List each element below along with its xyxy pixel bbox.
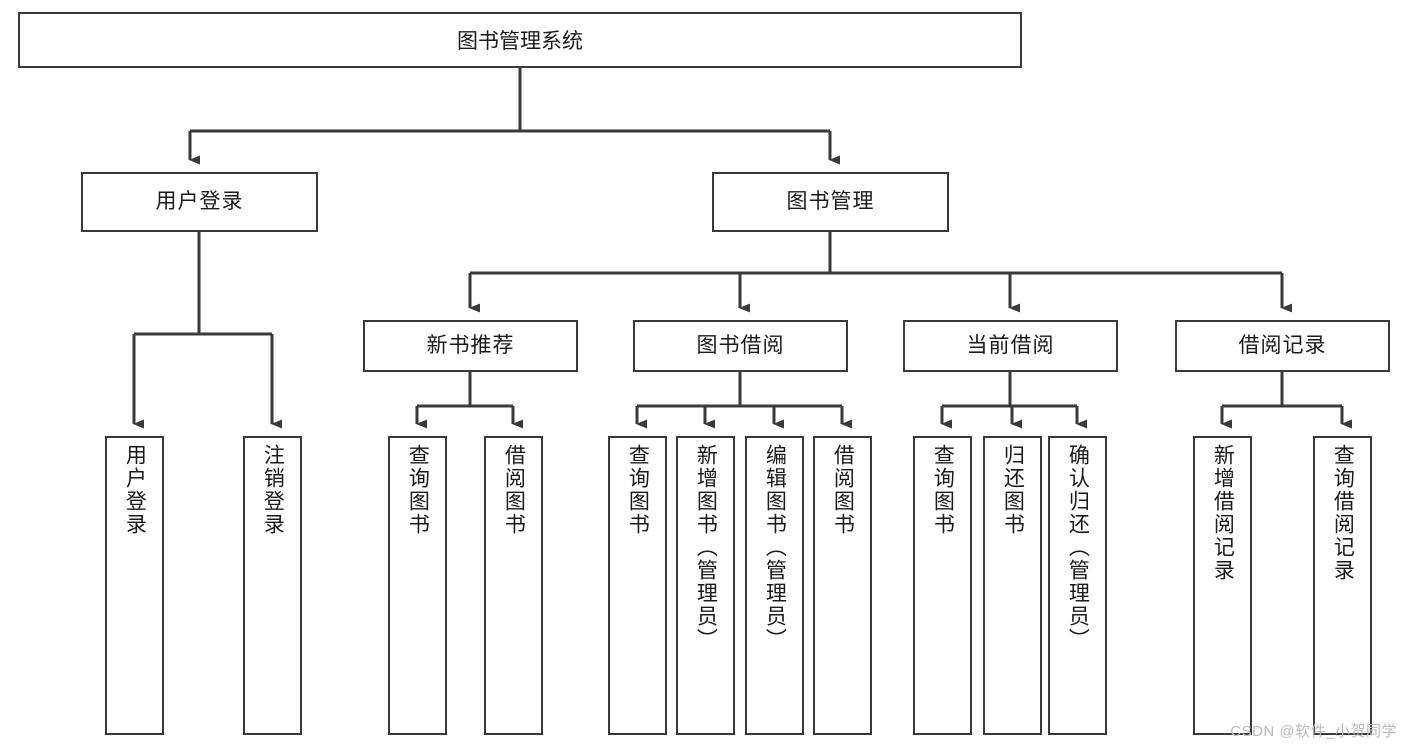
node-user-login[interactable]: 用户登录 bbox=[81, 172, 318, 232]
node-label: 借阅记录 bbox=[1238, 334, 1327, 358]
node-label: 查询图书 bbox=[626, 444, 650, 536]
node-label: 用户登录 bbox=[155, 190, 244, 214]
node-label: 借阅图书 bbox=[502, 444, 526, 536]
leaf-add-borrow-record[interactable]: 新增借阅记录 bbox=[1193, 436, 1252, 735]
node-label: 新增借阅记录 bbox=[1211, 444, 1235, 582]
node-book-management[interactable]: 图书管理 bbox=[712, 172, 949, 232]
node-label: 图书管理系统 bbox=[457, 30, 583, 53]
node-label: 查询借阅记录 bbox=[1331, 444, 1355, 582]
leaf-user-login[interactable]: 用户登录 bbox=[105, 436, 164, 735]
node-label: 查询图书 bbox=[406, 444, 430, 536]
node-label: 编辑图书（管理员） bbox=[763, 444, 787, 651]
node-label: 当前借阅 bbox=[966, 334, 1055, 358]
node-label: 用户登录 bbox=[123, 444, 147, 536]
node-label: 归还图书 bbox=[1001, 444, 1025, 536]
node-label: 图书借阅 bbox=[696, 334, 785, 358]
node-root-book-management-system[interactable]: 图书管理系统 bbox=[18, 12, 1022, 68]
csdn-watermark: CSDN @软件_小贺同学 bbox=[1230, 723, 1397, 740]
leaf-edit-book-admin[interactable]: 编辑图书（管理员） bbox=[745, 436, 804, 735]
node-current-borrow[interactable]: 当前借阅 bbox=[903, 320, 1118, 372]
leaf-return-book[interactable]: 归还图书 bbox=[983, 436, 1042, 735]
node-label: 新书推荐 bbox=[426, 334, 515, 358]
leaf-borrow-book-recommend[interactable]: 借阅图书 bbox=[484, 436, 543, 735]
leaf-confirm-return-admin[interactable]: 确认归还（管理员） bbox=[1048, 436, 1107, 735]
node-label: 借阅图书 bbox=[831, 444, 855, 536]
leaf-borrow-book[interactable]: 借阅图书 bbox=[813, 436, 872, 735]
leaf-query-book-current[interactable]: 查询图书 bbox=[913, 436, 972, 735]
node-new-book-recommend[interactable]: 新书推荐 bbox=[363, 320, 578, 372]
leaf-query-borrow-record[interactable]: 查询借阅记录 bbox=[1313, 436, 1372, 735]
node-label: 注销登录 bbox=[261, 444, 285, 536]
node-label: 查询图书 bbox=[931, 444, 955, 536]
leaf-query-book-borrow[interactable]: 查询图书 bbox=[608, 436, 667, 735]
node-label: 确认归还（管理员） bbox=[1066, 444, 1090, 651]
leaf-query-book-recommend[interactable]: 查询图书 bbox=[388, 436, 447, 735]
leaf-logout-login[interactable]: 注销登录 bbox=[243, 436, 302, 735]
leaf-add-book-admin[interactable]: 新增图书（管理员） bbox=[676, 436, 735, 735]
node-label: 新增图书（管理员） bbox=[694, 444, 718, 651]
node-book-borrow[interactable]: 图书借阅 bbox=[633, 320, 848, 372]
node-label: 图书管理 bbox=[786, 190, 875, 214]
node-borrow-record[interactable]: 借阅记录 bbox=[1175, 320, 1390, 372]
